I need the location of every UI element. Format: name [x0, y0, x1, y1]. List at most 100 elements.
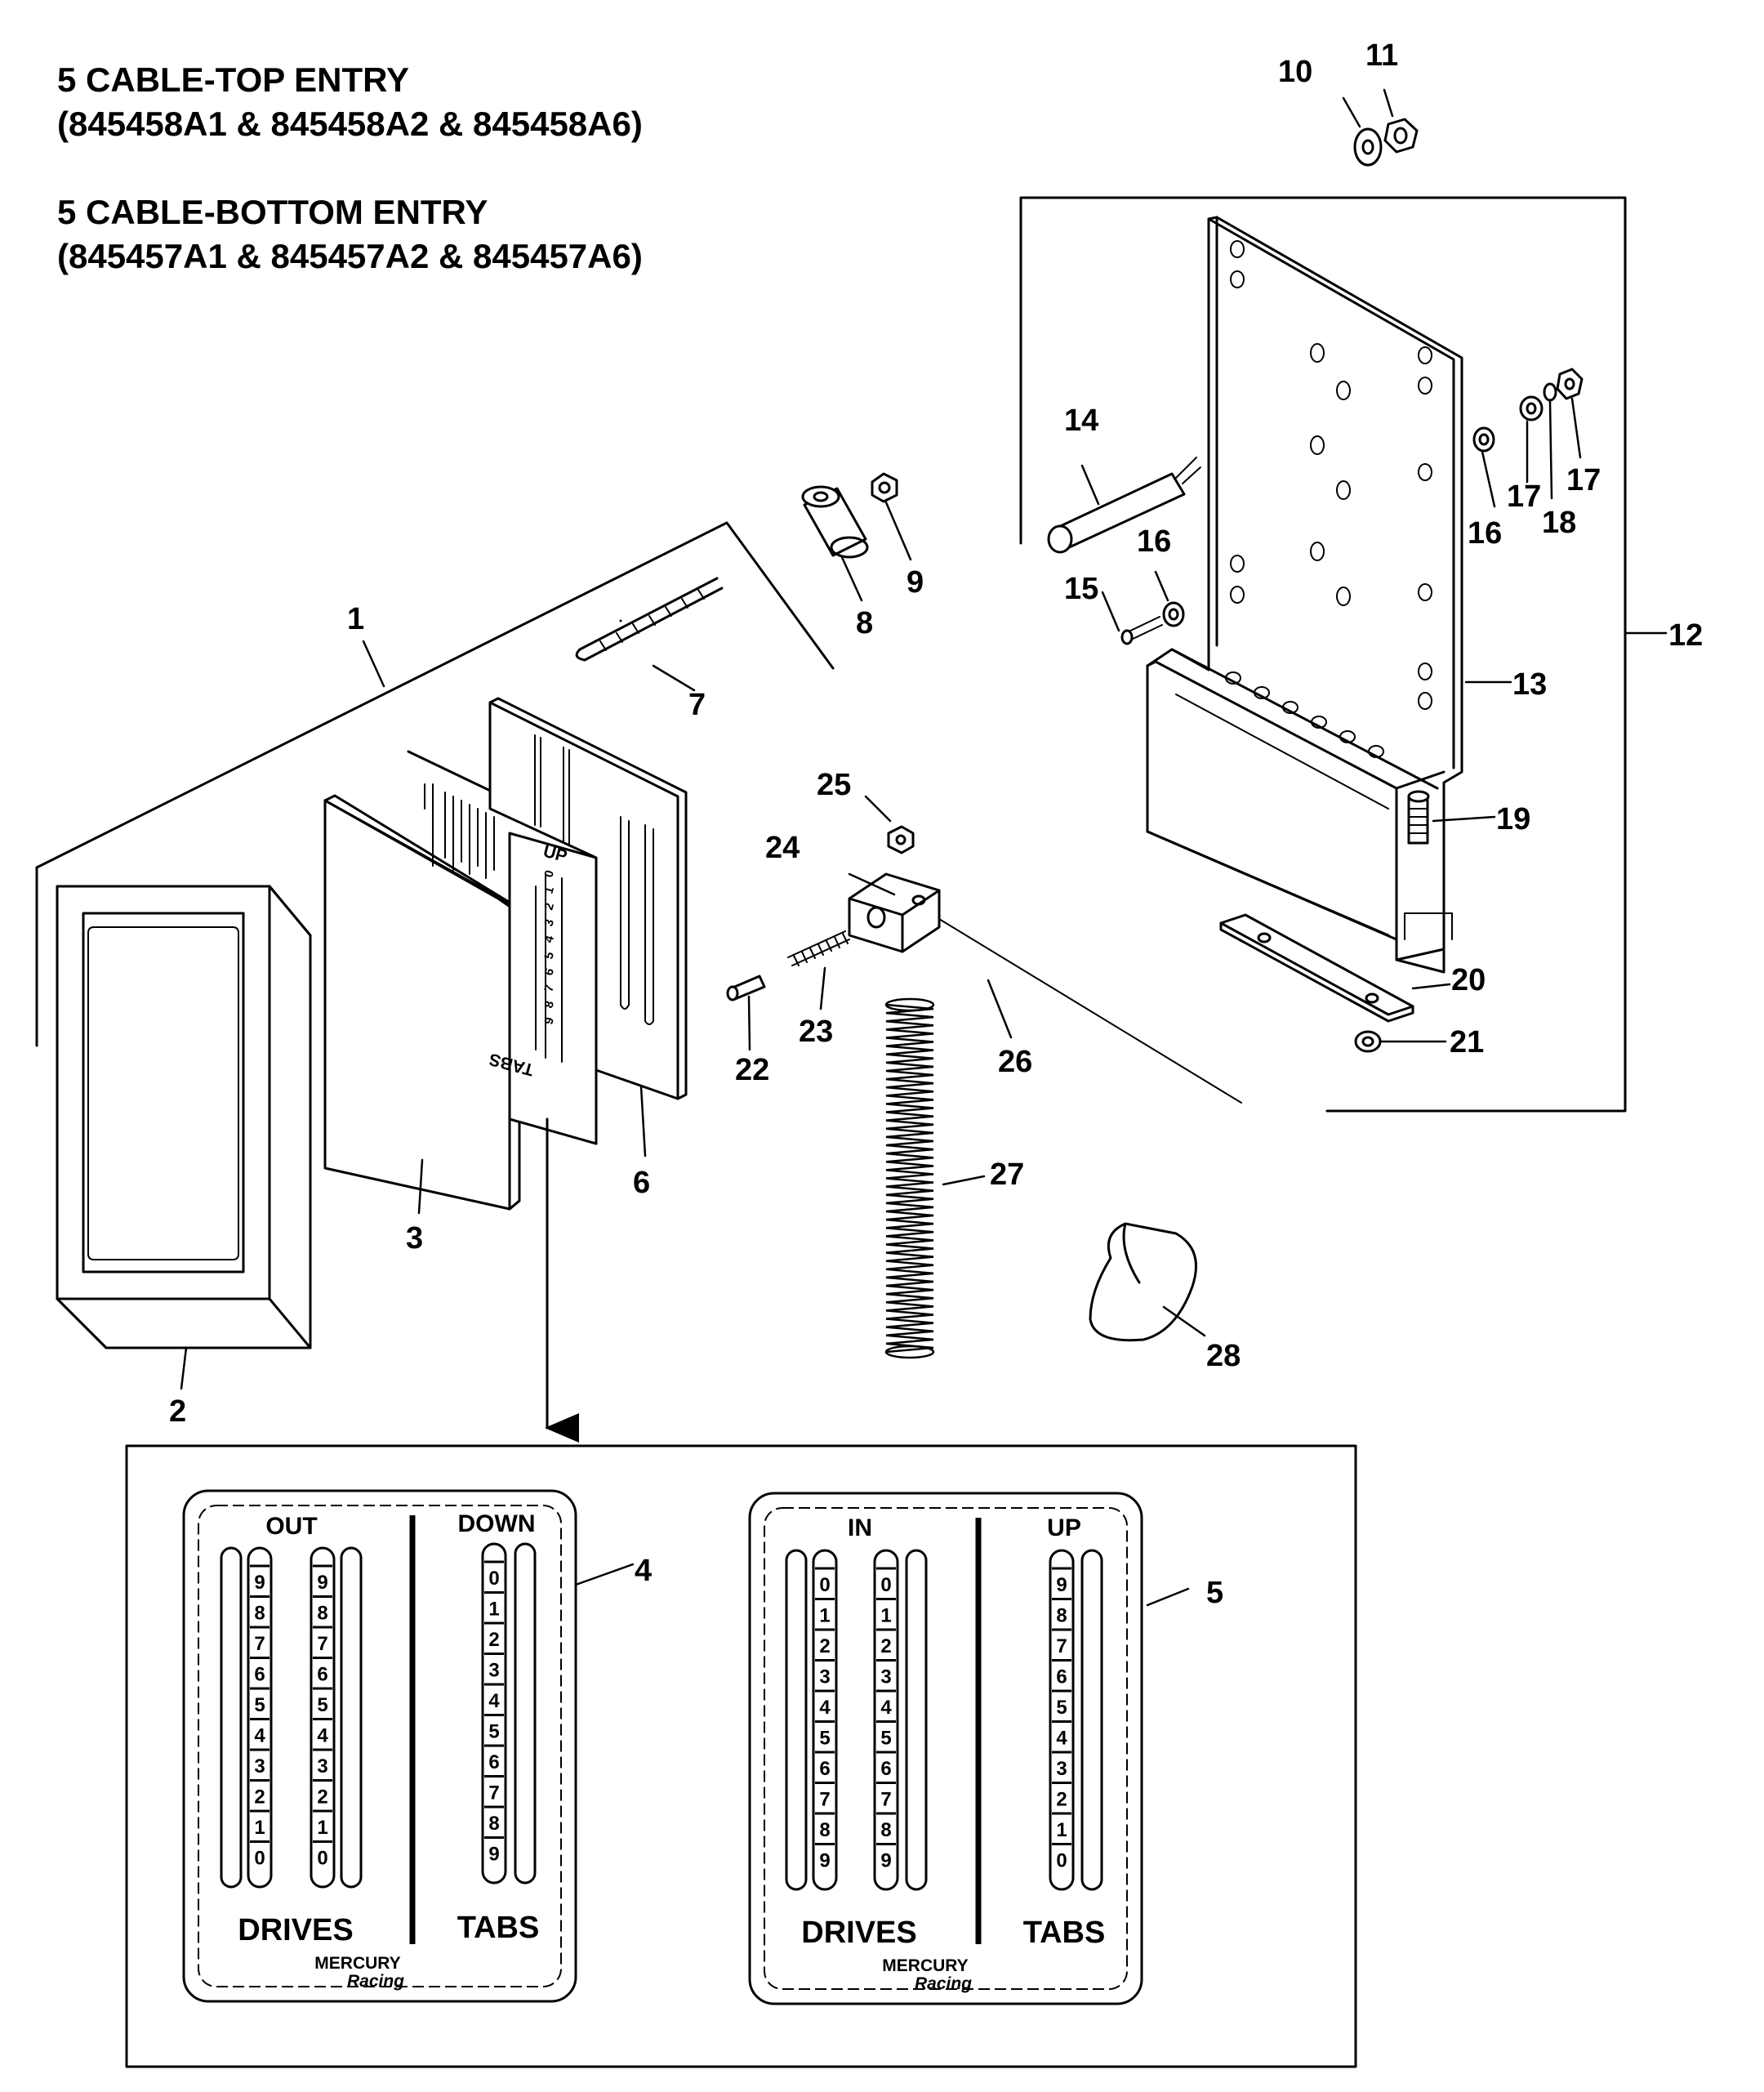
decal-4-tabs-scale-digit: 8	[488, 1813, 499, 1835]
spring-part-23	[787, 930, 850, 966]
decal-5-panel: IN UP DRIVES TABS MERCURY Racing 0123456…	[748, 1492, 1143, 2005]
callout-25: 25	[817, 768, 851, 802]
decal-4-drives-scale-a-digit: 9	[254, 1572, 265, 1594]
decal-4-tabs-scale-digit: 0	[488, 1568, 499, 1590]
decal-5-right-header: UP	[1047, 1514, 1081, 1541]
decal-5-drives-scale-b-digit: 8	[880, 1819, 891, 1841]
callout-7: 7	[688, 688, 706, 722]
decal-4-drives-scale-b-digit: 9	[317, 1572, 327, 1594]
callout-20: 20	[1451, 963, 1486, 997]
decal-4-tabs-scale-digit: 7	[488, 1782, 499, 1804]
fitting-part-19	[1407, 790, 1430, 845]
rod-part-26	[938, 918, 1242, 1104]
callout-19: 19	[1496, 802, 1530, 836]
decal-4-drives-scale-a-digit: 1	[254, 1817, 265, 1839]
knob-part-28	[1089, 1222, 1197, 1342]
decal-5-drives-scale-a-digit: 3	[819, 1666, 830, 1688]
pin-part-22	[726, 975, 766, 1001]
callout-5: 5	[1206, 1576, 1223, 1610]
sender-part-14	[1047, 457, 1201, 554]
decal-5-tabs-scale-digit: 3	[1056, 1758, 1067, 1780]
nut-part-25	[887, 825, 915, 854]
callout-15: 15	[1064, 572, 1098, 606]
decal-4-drives-scale-a-digit: 0	[254, 1847, 265, 1869]
decal-4-tabs-scale-digit: 5	[488, 1720, 499, 1742]
decal-5-slot-right	[1080, 1549, 1103, 1891]
top-entry-title: 5 CABLE-TOP ENTRY	[57, 60, 409, 99]
decal-4-drives-scale-b-digit: 3	[317, 1755, 327, 1778]
callout-6: 6	[633, 1166, 650, 1200]
decal-4-tabs-scale-track	[481, 1542, 507, 1885]
decal-5-drives-scale-b-digit: 7	[880, 1788, 891, 1810]
decal-4-drives-scale-b-digit: 6	[317, 1663, 327, 1685]
decal-5-drives-scale-a-digit: 0	[819, 1574, 830, 1596]
decal-5-slot-left	[785, 1549, 808, 1891]
decal-4-slot-right	[514, 1542, 537, 1885]
washer-part-16-front	[1162, 601, 1185, 627]
decal-4-tabs-scale-digit: 6	[488, 1751, 499, 1773]
callout-13: 13	[1512, 667, 1547, 702]
callout-23: 23	[799, 1015, 833, 1049]
decal-4-drives-scale-b-digit: 7	[317, 1633, 327, 1655]
callout-27: 27	[990, 1158, 1024, 1192]
nut-part-21	[1354, 1030, 1382, 1053]
decal-4-tabs-scale-digit: 2	[488, 1629, 499, 1651]
decal-4-left-header: OUT	[265, 1513, 317, 1540]
decal-5-tabs-scale-digit: 2	[1056, 1788, 1067, 1810]
callout-11: 11	[1365, 38, 1398, 73]
decal-5-slot-middle	[905, 1549, 928, 1891]
decal-5-drives-scale-a-digit: 8	[819, 1819, 830, 1841]
decal-5-tabs-scale-digit: 0	[1056, 1849, 1067, 1871]
decal-5-tabs-scale-digit: 9	[1056, 1574, 1067, 1596]
spring-27-top-end	[884, 997, 935, 1012]
decal-4-drives-scale-b-digit: 2	[317, 1786, 327, 1808]
leader-lines	[180, 88, 1668, 1607]
decal-5-drives-scale-a-digit: 1	[819, 1604, 830, 1626]
assembly-1-bracket-lines	[35, 521, 835, 1047]
lens-plate-part-3	[323, 794, 521, 1211]
callout-16-front: 16	[1137, 524, 1171, 559]
bottom-entry-part-numbers: (845457A1 & 845457A2 & 845457A6)	[57, 237, 643, 275]
callout-2: 2	[169, 1394, 186, 1429]
decal-4-right-header: DOWN	[458, 1510, 536, 1537]
top-entry-part-numbers: (845458A1 & 845458A2 & 845458A6)	[57, 105, 643, 143]
decal-4-drives-scale-b-digit: 0	[317, 1847, 327, 1869]
callout-3: 3	[406, 1221, 423, 1256]
callout-12: 12	[1668, 618, 1703, 653]
callout-1: 1	[347, 602, 364, 636]
callout-22: 22	[735, 1053, 769, 1087]
decal-5-drives-scale-a-digit: 9	[819, 1849, 830, 1871]
decal-5-drives-scale-b-digit: 5	[880, 1727, 891, 1749]
decal-inset-frame	[125, 1444, 1357, 2068]
decal-4-drives-scale-a-digit: 7	[254, 1633, 265, 1655]
callout-numbers: 1 2 3 4 5 6 7 8 9 10 11 12 13 14 15 16 1…	[169, 38, 1703, 1610]
decal-5-drives-scale-a-digit: 2	[819, 1635, 830, 1657]
callout-8: 8	[856, 606, 873, 640]
bracket-holes	[1225, 240, 1432, 758]
washer-part-16-rear	[1472, 426, 1495, 453]
washer-part-10	[1353, 127, 1383, 167]
decal-4-tabs-scale-digit: 1	[488, 1598, 499, 1620]
decal-4-slot-middle	[340, 1546, 363, 1889]
decal-5-drives-scale-a-track	[812, 1549, 838, 1891]
callout-4: 4	[635, 1554, 652, 1588]
decal-5-drives-scale-b-digit: 6	[880, 1758, 891, 1780]
nut-part-9	[871, 472, 898, 503]
decal-4-right-footer: TABS	[457, 1911, 540, 1945]
decal-4-drives-scale-b-digit: 5	[317, 1694, 327, 1716]
spacer-part-8	[801, 485, 869, 559]
decal-5-drives-scale-b-digit: 1	[880, 1604, 891, 1626]
decal-5-drives-scale-b-digit: 0	[880, 1574, 891, 1596]
decal-4-panel: OUT DOWN DRIVES TABS MERCURY Racing 9876…	[182, 1489, 577, 2003]
decal-5-tabs-scale-digit: 7	[1056, 1635, 1067, 1657]
decal-5-drives-scale-a-digit: 7	[819, 1788, 830, 1810]
decal-5-drives-scale-b-digit: 2	[880, 1635, 891, 1657]
decal-4-drives-scale-b-digit: 1	[317, 1817, 327, 1839]
callout-24: 24	[765, 831, 800, 865]
bottom-entry-title: 5 CABLE-BOTTOM ENTRY	[57, 193, 488, 231]
decal-5-tabs-scale-digit: 6	[1056, 1666, 1067, 1688]
decal-4-drives-scale-a-digit: 6	[254, 1663, 265, 1685]
decal-5-tabs-scale-digit: 1	[1056, 1819, 1067, 1841]
decal-5-left-footer: DRIVES	[801, 1916, 916, 1950]
